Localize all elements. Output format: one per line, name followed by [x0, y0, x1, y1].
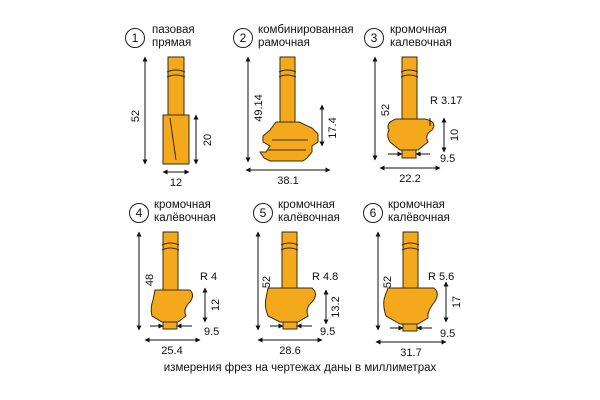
bit-2-shank: [278, 56, 297, 123]
bit-5-total-length: 52: [261, 276, 273, 288]
bit-3-radius: R 3.17: [430, 95, 462, 107]
bit-4-bearing-diameter: 9.5: [204, 326, 219, 338]
bit-4-shank: [161, 231, 180, 291]
bit-5-width: 28.6: [279, 345, 300, 357]
bit-5-radius: R 4.8: [312, 271, 338, 283]
bit-5-bearing: [282, 321, 298, 330]
bit-4-drawing: [136, 231, 208, 343]
bit-3-shank: [400, 56, 419, 120]
item-1-number: 1: [125, 28, 145, 48]
bit-6-shank: [401, 231, 420, 289]
bit-4-bearing: [162, 321, 178, 330]
bit-5-cut-length: 13.2: [330, 296, 342, 317]
bit-3-total-length: 52: [380, 104, 392, 116]
bit-4-cutter: [150, 289, 194, 323]
bit-2-cutter: [259, 121, 319, 162]
bit-1-drawing: [142, 56, 199, 175]
bit-6-cutter: [383, 287, 438, 325]
bit-3-bearing-diameter: 9.5: [440, 153, 455, 165]
footer-note: измерения фрез на чертежах даны в миллим…: [163, 362, 437, 374]
bit-4-width: 25.4: [161, 345, 182, 357]
item-4-number: 4: [129, 203, 149, 223]
bit-1-cut-length: 20: [202, 134, 214, 146]
item-3-number: 3: [364, 28, 384, 48]
bit-4-radius: R 4: [200, 271, 217, 283]
bit-5-bearing-diameter: 9.5: [320, 326, 335, 338]
bit-3-bearing: [401, 149, 417, 159]
item-6-number: 6: [363, 203, 383, 223]
bit-3-cutter: [387, 118, 435, 151]
bit-6-drawing: [375, 231, 449, 345]
bit-1-cutter: [162, 114, 190, 165]
item-5-number: 5: [253, 203, 273, 223]
bit-4-total-length: 48: [144, 274, 156, 286]
bit-1-total-length: 52: [130, 110, 142, 122]
bit-6-width: 31.7: [400, 347, 421, 359]
bit-3-cut-length: 10: [449, 129, 461, 141]
bit-2-cut-length: 17.4: [327, 117, 339, 138]
bit-1-width: 12: [170, 177, 182, 189]
bit-2-total-length: 49.14: [253, 94, 265, 122]
bit-1-shank: [166, 56, 186, 116]
bit-2-width: 38.1: [277, 175, 298, 187]
bit-5-cutter: [264, 287, 316, 323]
bit-6-total-length: 52: [382, 276, 394, 288]
bit-6-radius: R 5.6: [428, 271, 454, 283]
bit-6-bearing: [402, 323, 418, 332]
bit-2-drawing: [245, 56, 331, 173]
item-2-number: 2: [233, 28, 253, 48]
bit-6-cut-length: 17: [451, 296, 463, 308]
bit-4-cut-length: 12: [210, 299, 222, 311]
bit-5-drawing: [255, 231, 329, 343]
bit-3-width: 22.2: [399, 173, 420, 185]
bit-3-drawing: [372, 56, 447, 171]
bit-6-bearing-diameter: 9.5: [440, 328, 455, 340]
bit-5-shank: [280, 231, 299, 289]
